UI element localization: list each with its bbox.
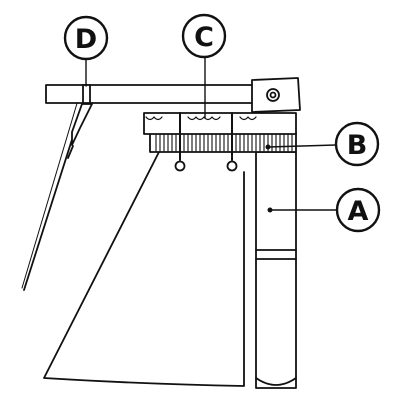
sail-panel bbox=[43, 149, 245, 387]
toothed-rack-b bbox=[149, 132, 297, 153]
callout-label-b: B bbox=[347, 130, 368, 161]
boom-spar bbox=[45, 84, 257, 104]
leader-dot-b bbox=[265, 144, 271, 150]
callout-label-d: D bbox=[75, 24, 97, 55]
callout-label-c: C bbox=[194, 22, 214, 53]
leader-lines bbox=[85, 55, 339, 211]
callout-label-a: A bbox=[348, 196, 369, 227]
callout-circle-a bbox=[335, 187, 381, 233]
gooseneck-fitting bbox=[251, 77, 301, 113]
lashing-hooks bbox=[174, 112, 238, 172]
callout-circle-d bbox=[63, 15, 109, 61]
notched-strip-c bbox=[143, 112, 297, 135]
mast-pole bbox=[255, 151, 297, 389]
callout-circle-c bbox=[181, 13, 227, 59]
callout-circle-b bbox=[334, 121, 380, 167]
leader-dot-a bbox=[267, 207, 273, 213]
